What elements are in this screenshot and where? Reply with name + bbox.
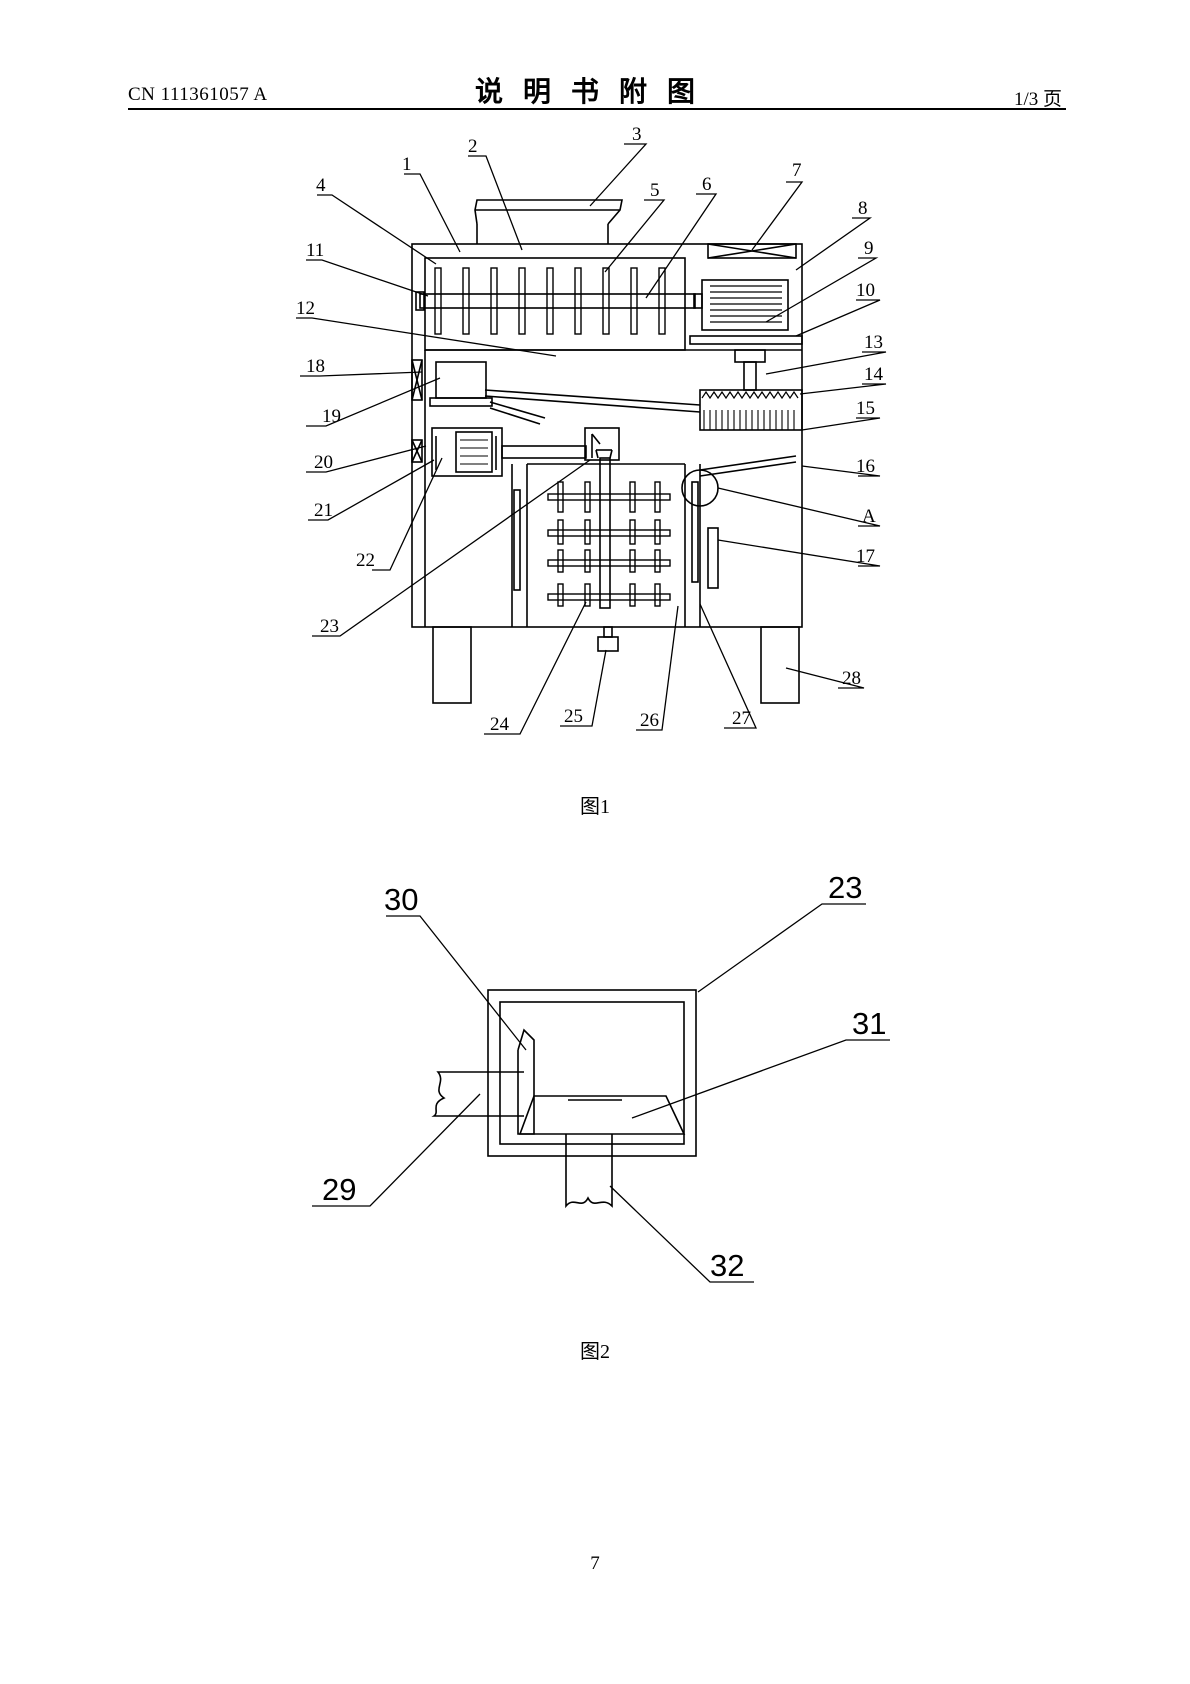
callout-label-23: 23	[320, 616, 339, 637]
page-number: 7	[590, 1553, 600, 1574]
callout-label-19: 19	[322, 406, 341, 427]
callout-label-13: 13	[864, 332, 883, 353]
figure-1-caption: 图1	[580, 796, 610, 818]
figure-2-labels: 30 23 31 29 32	[322, 870, 886, 1283]
callout-label-18: 18	[306, 356, 325, 377]
callout-label-3: 3	[632, 124, 642, 145]
callout-label-20: 20	[314, 452, 333, 473]
callout-label-24: 24	[490, 714, 510, 735]
callout-label-28: 28	[842, 668, 861, 689]
callout-label-8: 8	[858, 198, 868, 219]
callout-label-21: 21	[314, 500, 333, 521]
callout-label-25: 25	[564, 706, 583, 727]
figure-2-caption: 图2	[580, 1341, 610, 1363]
figure-1-drawing	[411, 199, 803, 704]
callout-label-23-fig2: 23	[828, 870, 862, 905]
callout-label-16: 16	[856, 456, 875, 477]
callout-label-32: 32	[710, 1248, 744, 1283]
header-rule	[128, 108, 1066, 110]
callout-label-9: 9	[864, 238, 874, 259]
callout-label-31: 31	[852, 1006, 886, 1041]
callout-label-7: 7	[792, 160, 802, 181]
figure-2-leaders	[312, 903, 890, 1283]
callout-label-4: 4	[316, 175, 326, 196]
section-title: 说明书附图	[474, 75, 715, 108]
callout-label-12: 12	[296, 298, 315, 319]
callout-label-5: 5	[650, 180, 660, 201]
figure-1-labels: 1 2 3 4 5 6 7 8 9 10 11 12 13 14 15 16 A…	[296, 124, 884, 735]
callout-label-10: 10	[856, 280, 875, 301]
page-info: 1/3 页	[1013, 89, 1062, 110]
callout-label-26: 26	[640, 710, 659, 731]
callout-label-22: 22	[356, 550, 375, 571]
callout-label-1: 1	[402, 154, 412, 175]
figure-1-leaders	[296, 143, 887, 735]
callout-label-15: 15	[856, 398, 875, 419]
callout-label-14: 14	[864, 364, 884, 385]
callout-label-30: 30	[384, 882, 418, 917]
callout-label-A: A	[862, 506, 876, 527]
callout-label-2: 2	[468, 136, 478, 157]
callout-label-11: 11	[306, 240, 324, 261]
callout-label-29: 29	[322, 1172, 356, 1207]
callout-label-27: 27	[732, 708, 751, 729]
figure-2-drawing	[431, 989, 697, 1209]
document-number: CN 111361057 A	[128, 84, 268, 105]
callout-label-17: 17	[856, 546, 875, 567]
callout-label-6: 6	[702, 174, 712, 195]
